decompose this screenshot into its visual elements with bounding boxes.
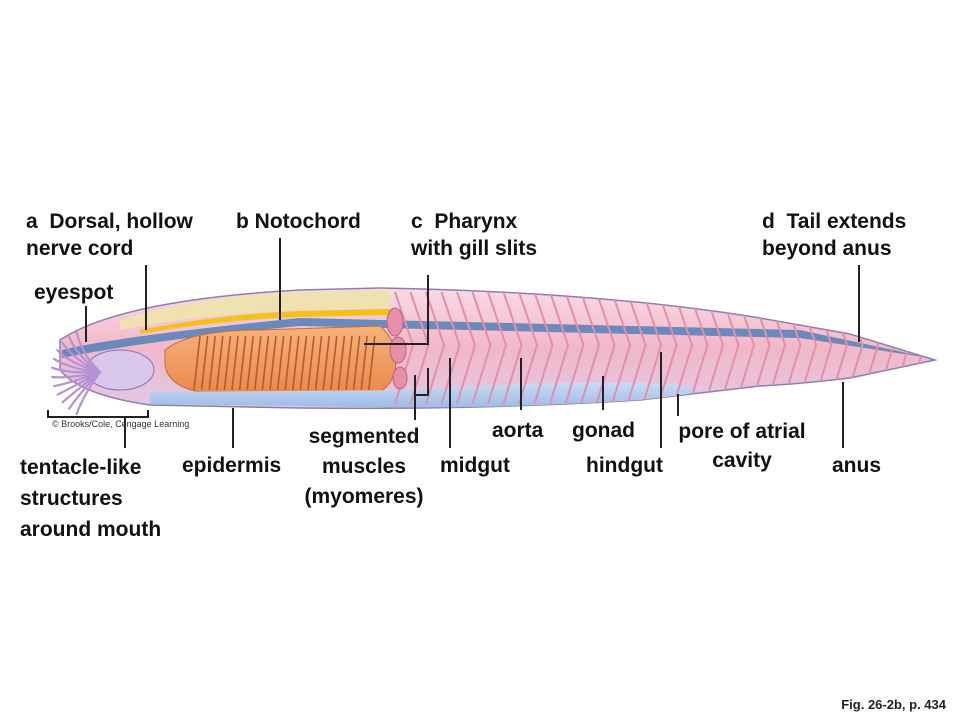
label-eyespot: eyespot [34,281,114,304]
myomere [611,291,632,405]
label-d-tail: d Tail extends beyond anus [762,208,906,262]
gill-bar [307,335,315,391]
label-anus: anus [832,454,882,477]
label-line: Tail extends [786,210,907,233]
myomere [456,291,477,405]
label-line: beyond anus [762,237,892,260]
label-line: tentacle-like [20,456,142,479]
gill-bar [269,335,277,391]
myomere [487,291,508,405]
leader-lines [85,238,860,448]
gill-bar [246,335,254,391]
atrium-chamber [389,336,407,364]
label-atrial-pore: pore of atrial cavity [668,417,816,475]
gill-bar [231,335,239,391]
label-line: cavity [712,449,772,472]
notochord-band [62,318,930,358]
myomere [580,291,601,405]
label-letter: a [26,210,38,233]
label-letter: d [762,210,775,233]
myomere [471,291,492,405]
gill-bar [322,335,330,391]
label-line: with gill slits [411,237,538,260]
label-line: (myomeres) [304,485,424,508]
figure-reference: Fig. 26-2b, p. 434 [841,697,946,712]
label-gonad: gonad [572,419,635,442]
label-letter: c [411,210,423,233]
label-b-notochord: b Notochord [236,208,361,235]
tentacle-bracket [47,410,149,418]
gill-bar [352,335,361,391]
myomere [502,291,523,405]
myomere [642,291,663,405]
gill-bar [292,335,300,391]
label-line: nerve cord [26,237,134,260]
myomere [905,291,926,405]
label-c-pharynx: c Pharynx with gill slits [411,208,537,262]
gill-bar [261,335,270,391]
myomere [440,291,461,405]
gill-bar [223,335,232,391]
label-aorta: aorta [492,419,544,442]
nerve-cord-band [140,309,390,334]
copyright-notice: © Brooks/Cole, Cengage Learning [52,419,190,429]
myomere [549,291,570,405]
leader-segmented-muscles [414,368,429,396]
myomere [657,291,678,405]
gill-bar [200,335,209,391]
gill-bar [208,335,216,391]
myomere [564,291,585,405]
gill-bar [193,335,201,391]
leader-pharynx [364,275,429,345]
gill-bar [330,335,338,391]
gill-bar [276,335,285,391]
label-midgut: midgut [440,454,510,477]
gill-bar [345,335,353,391]
label-line: segmented [308,425,420,448]
gill-bar [314,335,323,391]
label-line: Notochord [254,210,361,233]
dorsal-fin-band [120,290,390,330]
myomere [533,291,554,405]
label-line: pore of atrial [678,420,806,443]
label-tentacle-structures: tentacle-like structures around mouth [20,452,161,545]
label-epidermis: epidermis [182,454,282,477]
label-line: structures [20,487,123,510]
gill-bar [216,335,224,391]
myomere [688,291,709,405]
label-line: Dorsal, hollow [49,210,193,233]
gill-bar [284,335,292,391]
label-line: around mouth [20,518,162,541]
gill-bar [238,335,247,391]
label-segmented-muscles: segmented muscles (myomeres) [296,422,432,512]
gill-bar [337,335,346,391]
label-letter: b [236,210,249,233]
label-line: Pharynx [434,210,518,233]
atrium-chamber [386,307,404,337]
gill-bar [254,335,262,391]
oral-tentacle [75,370,102,416]
myomere [518,291,539,405]
label-line: muscles [321,455,407,478]
label-hindgut: hindgut [586,454,663,477]
myomere [673,291,694,405]
atrium-chamber [392,366,408,390]
label-a-nerve-cord: a Dorsal, hollow nerve cord [26,208,193,262]
myomere [626,291,647,405]
myomere [425,291,446,405]
gill-bar [299,335,308,391]
